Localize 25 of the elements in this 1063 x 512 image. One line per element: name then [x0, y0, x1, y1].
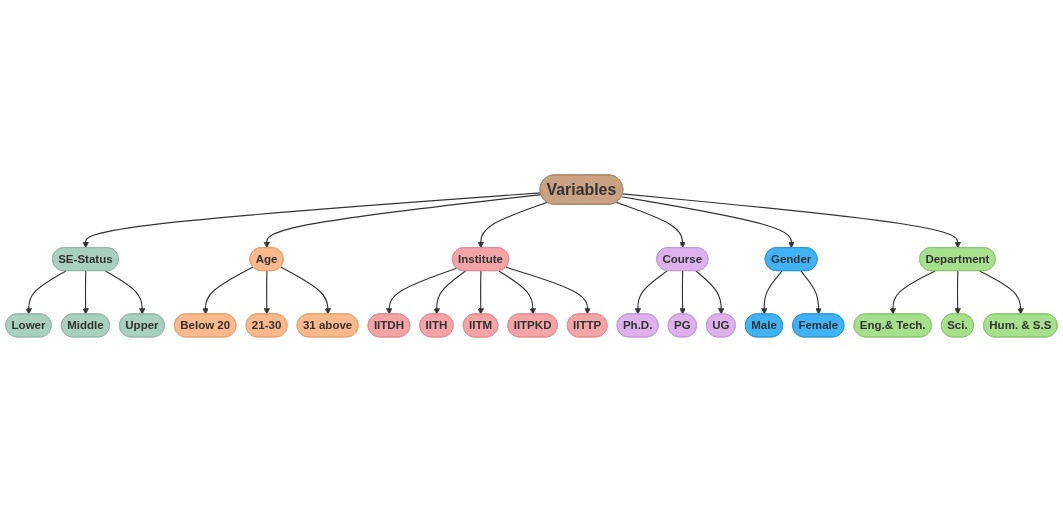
arrow: [263, 270, 270, 315]
arrow: [104, 270, 146, 315]
arrow: [498, 270, 536, 315]
arrow: [477, 201, 548, 249]
arrow: [620, 196, 795, 249]
arrow: [615, 201, 686, 249]
arrow: [761, 270, 783, 315]
arrow: [82, 270, 89, 315]
arrow: [889, 270, 936, 315]
arrow: [800, 270, 822, 315]
arrow: [634, 270, 668, 315]
arrow: [679, 270, 686, 315]
arrow: [505, 266, 591, 315]
arrow: [477, 270, 484, 315]
arrow: [25, 270, 67, 315]
arrow: [280, 266, 332, 315]
arrow: [82, 192, 542, 249]
arrow: [433, 270, 467, 315]
arrow: [622, 193, 961, 249]
arrow: [695, 270, 725, 315]
arrow: [263, 194, 542, 249]
arrow: [386, 267, 458, 315]
arrow: [979, 270, 1024, 315]
arrow: [202, 266, 254, 315]
arrow: [954, 270, 961, 315]
